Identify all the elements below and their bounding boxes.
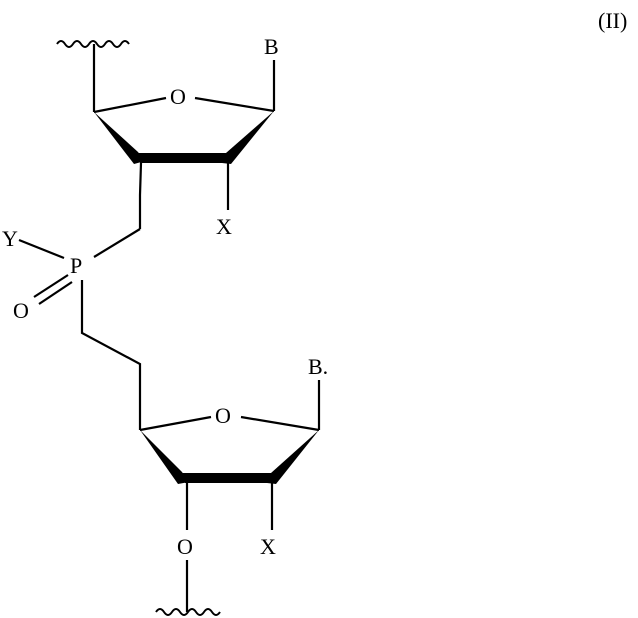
bond-c4-o — [93, 96, 167, 114]
squiggle-attachment-icon — [56, 40, 130, 48]
ring-oxygen-label: O — [170, 84, 186, 109]
phosphoryl-oxygen-label: O — [13, 298, 29, 323]
y-label: Y — [2, 226, 18, 251]
phosphonate-linker: P Y O — [2, 226, 142, 430]
x-label-lower: X — [260, 534, 276, 559]
bond-p-ethylene — [80, 280, 142, 430]
squiggle-attachment-icon — [155, 608, 221, 616]
ring-oxygen-label-lower: O — [215, 403, 231, 428]
base-label-lower: B. — [308, 354, 328, 379]
bond-p-o-double-1 — [33, 274, 69, 298]
bold-bond-c3-c2-lower — [182, 473, 275, 483]
bond-c4-o-lower — [139, 415, 212, 432]
bond-y-p — [18, 238, 65, 260]
wedge-c4-c3-lower — [140, 430, 189, 484]
wedge-c1-c2-lower — [267, 430, 319, 484]
x-label-upper: X — [216, 214, 232, 239]
wedge-c1-c2 — [222, 111, 274, 164]
oxygen-3prime-label: O — [177, 534, 193, 559]
figure-label: (II) — [598, 8, 627, 33]
bold-bond-c3-c2 — [137, 153, 230, 163]
bond-o-c1 — [194, 96, 275, 113]
base-label: B — [264, 34, 279, 59]
bond-c3-ch2 — [138, 162, 143, 229]
upper-sugar-ring: O B X — [56, 34, 279, 239]
lower-sugar-ring: O B. X O — [139, 354, 328, 616]
bond-p-o-double-2 — [38, 281, 73, 305]
wedge-c4-c3 — [94, 112, 145, 164]
bond-o-c1-lower — [240, 415, 320, 432]
bond-ch2-p — [93, 228, 141, 258]
phosphorus-label: P — [70, 253, 82, 278]
